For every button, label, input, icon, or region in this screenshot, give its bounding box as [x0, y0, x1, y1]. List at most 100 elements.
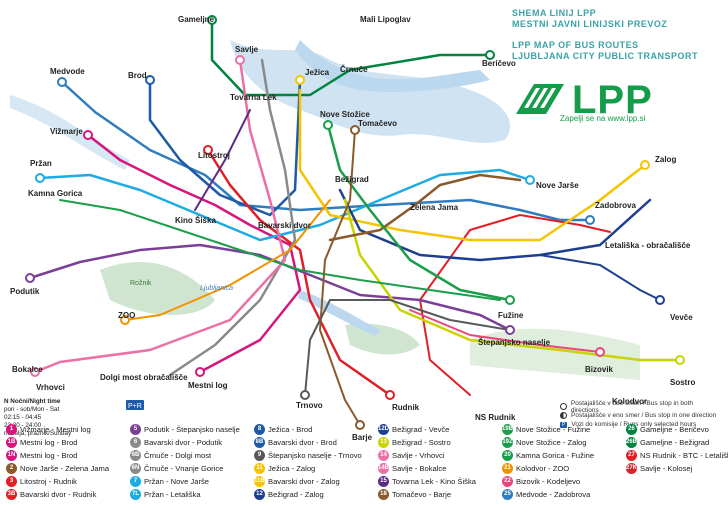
route-11[interactable] [298, 88, 647, 242]
route-name: Mestni log - Brod [20, 438, 78, 447]
route-26[interactable] [210, 18, 492, 97]
terminal-jezica[interactable] [295, 75, 305, 85]
terminal-vrhovci[interactable] [30, 367, 40, 377]
route-19[interactable] [326, 123, 512, 302]
terminal-nove-stozice[interactable] [323, 120, 333, 130]
route-name: Savlje - Bokalce [392, 464, 447, 473]
route-25[interactable] [60, 80, 592, 222]
route-14[interactable] [33, 58, 287, 374]
terminal-mestni-log[interactable] [195, 367, 205, 377]
terminal-medvode[interactable] [57, 77, 67, 87]
terminal-litostroj[interactable] [203, 145, 213, 155]
night-title: N Nočni/Night time [4, 398, 61, 405]
route-number-badge: 3 [6, 476, 17, 487]
terminal-nove-jarse[interactable] [525, 175, 535, 185]
route-27[interactable] [419, 214, 611, 396]
route-number-badge: 26 [626, 424, 637, 435]
terminal-savlje[interactable] [235, 55, 245, 65]
route-3[interactable] [206, 148, 392, 397]
route-13[interactable] [343, 198, 682, 362]
route-21[interactable] [124, 199, 331, 321]
route-1[interactable] [86, 133, 302, 374]
route-name: Pržan - Nove Jarše [144, 477, 209, 486]
label-brod: Brod [128, 71, 147, 80]
route-number-badge: 2 [6, 463, 17, 474]
terminal-tomacevo[interactable] [350, 125, 360, 135]
terminal-bizovik[interactable] [595, 347, 605, 357]
route-12[interactable] [338, 188, 652, 262]
route-18[interactable] [319, 129, 361, 426]
route-12d[interactable] [539, 254, 661, 301]
route-8[interactable] [148, 78, 302, 217]
route-20[interactable] [59, 199, 501, 301]
terminal-podutik[interactable] [25, 273, 35, 283]
terminal-vevce[interactable] [655, 295, 665, 305]
route-22[interactable] [409, 309, 601, 353]
terminal-stepanjsko[interactable] [505, 325, 515, 335]
terminal-trnovo[interactable] [300, 390, 310, 400]
night-line: pon - sob/Mon - Sat [4, 406, 60, 413]
terminal-zadobrova[interactable] [585, 215, 595, 225]
route-number-badge: 14 [378, 450, 389, 461]
terminal-brod[interactable] [145, 75, 155, 85]
route-number-badge: 27 [626, 450, 637, 461]
terminal-zalog[interactable] [640, 160, 650, 170]
terminal-gameljne[interactable] [207, 15, 217, 25]
terminal-bericevo[interactable] [485, 50, 495, 60]
river-sava [295, 40, 490, 92]
route-6[interactable] [168, 58, 297, 377]
terminal-rudnik[interactable] [385, 390, 395, 400]
terminal-vizmarje[interactable] [83, 130, 93, 140]
route-9[interactable] [304, 299, 511, 396]
terminal-fuzine[interactable] [505, 295, 515, 305]
terminal-sostro[interactable] [675, 355, 685, 365]
terminal-przan[interactable] [35, 173, 45, 183]
terminal-zoo[interactable] [120, 315, 130, 325]
terminal-barje[interactable] [355, 420, 365, 430]
route-15[interactable] [194, 109, 251, 211]
route-7[interactable] [38, 168, 532, 242]
route-number-badge: 12 [254, 489, 265, 500]
tagline[interactable]: Zapelji se na www.lpp.si [560, 114, 646, 123]
river-sava-area [230, 40, 511, 143]
night-line: 22:30 - 24:00 [4, 422, 42, 429]
route-name: Ježica - Zalog [268, 464, 316, 473]
route-2[interactable] [328, 173, 522, 242]
route-number-badge: 22 [502, 476, 513, 487]
route-name: Bizovik - Kodeljevo [516, 477, 581, 486]
